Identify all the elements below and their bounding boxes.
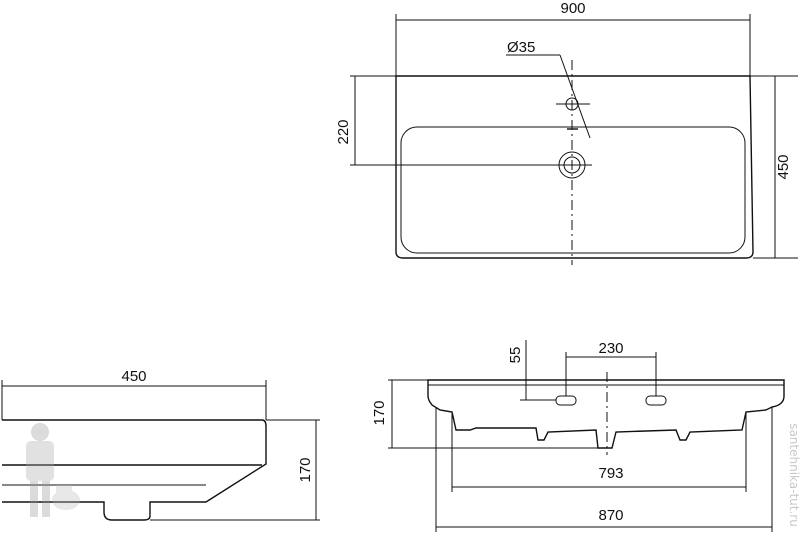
- front-rim: [427, 379, 785, 449]
- outer-width-label: 870: [598, 507, 623, 524]
- hole-spacing-label: 230: [598, 340, 623, 357]
- plumber-mascot-logo: [26, 423, 80, 517]
- diameter-leader: [559, 54, 591, 139]
- watermark: santehnika-tut.ru: [787, 423, 800, 527]
- side-height-label: 170: [297, 457, 314, 482]
- tap-hole-right: [645, 395, 667, 406]
- top-view-outline: [395, 75, 754, 259]
- side-view-outline: [2, 419, 267, 521]
- front-height-label: 170: [371, 400, 388, 425]
- top-view-bowl: [400, 126, 746, 254]
- top-view: 900 Ø35 220 450: [335, 0, 798, 265]
- top-depth-label: 450: [775, 154, 792, 179]
- inner-width-label: 793: [598, 465, 623, 482]
- hole-diameter-label: Ø35: [507, 39, 535, 56]
- top-width-label: 900: [560, 0, 585, 17]
- side-view: 450 170: [1, 368, 320, 521]
- front-view: 230 55 170 793 870: [371, 340, 785, 532]
- hole-height-label: 55: [507, 347, 524, 364]
- hole-offset-label: 220: [335, 119, 352, 144]
- side-depth-label: 450: [121, 368, 146, 385]
- tap-hole-left: [555, 395, 577, 406]
